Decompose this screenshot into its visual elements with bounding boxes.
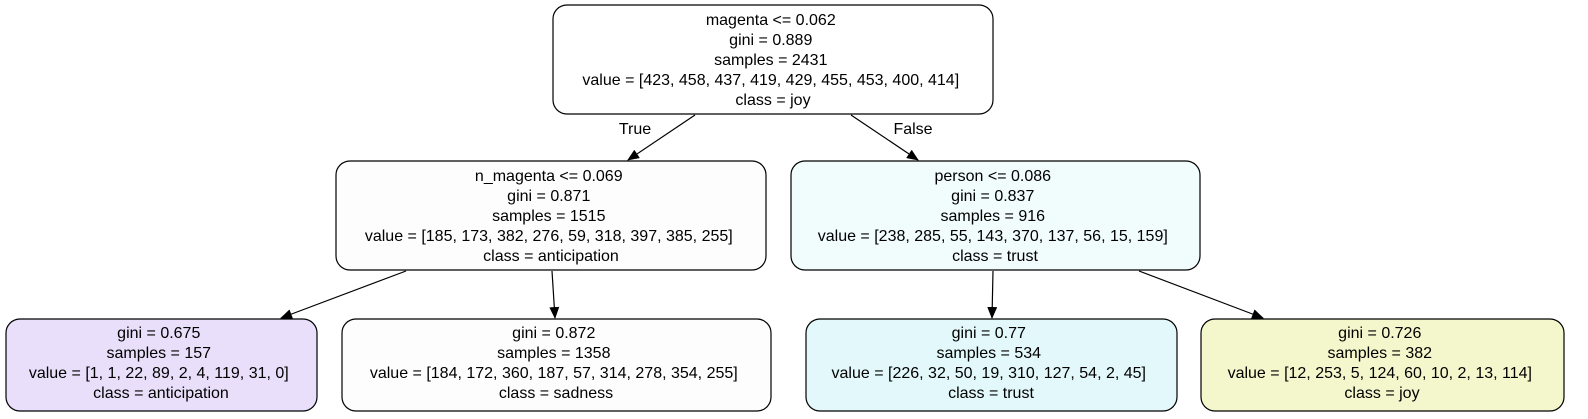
leaf-right-right-class: class = joy (1344, 385, 1419, 402)
tree-leaf-left-right: gini = 0.872 samples = 1358 value = [184… (341, 318, 772, 412)
tree-node-right: person <= 0.086 gini = 0.837 samples = 9… (790, 160, 1201, 271)
svg-text:gini = 0.872 samples = 1: gini = 0.872 samples = 1358 value = [184… (370, 325, 742, 402)
leaf-right-right-samples: samples = 382 (1328, 345, 1433, 362)
svg-text:person <= 0.086 gini = 0: person <= 0.086 gini = 0.837 samples = 9… (818, 168, 1173, 265)
leaf-left-right-samples: samples = 1358 (497, 345, 611, 362)
leaf-right-left-class: class = trust (948, 385, 1034, 402)
leaf-right-left-samples: samples = 534 (937, 345, 1042, 362)
leaf-left-left-samples: samples = 157 (107, 345, 212, 362)
tree-leaf-right-right: gini = 0.726 samples = 382 value = [12, … (1200, 318, 1565, 412)
node-left-class: class = anticipation (483, 248, 619, 265)
leaf-left-left-value: value = [1, 1, 22, 89, 2, 4, 119, 31, 0] (29, 365, 289, 382)
tree-leaf-left-left: gini = 0.675 samples = 157 value = [1, 1… (5, 318, 318, 412)
node-box-left (335, 160, 767, 271)
svg-text:magenta <= 0.062 gini =: magenta <= 0.062 gini = 0.889 samples = … (582, 12, 963, 109)
edge-root-to-right (850, 114, 919, 161)
svg-text:gini = 0.726 samples = 3: gini = 0.726 samples = 382 value = [12, … (1228, 325, 1537, 402)
leaf-left-right-value: value = [184, 172, 360, 187, 57, 314, 27… (370, 365, 738, 382)
node-right-split: person <= 0.086 (935, 168, 1052, 185)
node-root-class: class = joy (735, 92, 810, 109)
leaf-left-left-gini: gini = 0.675 (117, 325, 200, 342)
node-root-samples: samples = 2431 (714, 52, 828, 69)
edge-label-true: True (619, 121, 651, 138)
leaf-left-right-gini: gini = 0.872 (512, 325, 595, 342)
tree-leaf-right-left: gini = 0.77 samples = 534 value = [226, … (805, 318, 1178, 412)
edge-left-to-left-left (280, 270, 407, 319)
node-right-gini: gini = 0.837 (951, 188, 1034, 205)
node-box-right-right (1200, 318, 1565, 412)
edge-right-to-right-right (1138, 270, 1264, 319)
leaf-right-right-gini: gini = 0.726 (1338, 325, 1421, 342)
node-box-right (790, 160, 1201, 271)
node-right-value: value = [238, 285, 55, 143, 370, 137, 56… (818, 228, 1168, 245)
node-left-split: n_magenta <= 0.069 (475, 168, 623, 185)
edge-label-false: False (893, 121, 932, 138)
leaf-left-right-class: class = sadness (499, 385, 613, 402)
leaf-right-left-gini: gini = 0.77 (952, 325, 1026, 342)
leaf-right-left-value: value = [226, 32, 50, 19, 310, 127, 54, … (832, 365, 1146, 382)
leaf-right-right-value: value = [12, 253, 5, 124, 60, 10, 2, 13,… (1228, 365, 1532, 382)
edge-left-to-left-right (549, 270, 560, 319)
node-right-samples: samples = 916 (941, 208, 1046, 225)
svg-text:n_magenta <= 0.069 gini: n_magenta <= 0.069 gini = 0.871 samples … (365, 168, 737, 265)
svg-text:gini = 0.675 samples = 1: gini = 0.675 samples = 157 value = [1, 1… (29, 325, 293, 402)
node-box-left-right (341, 318, 772, 412)
leaf-left-left-class: class = anticipation (93, 385, 229, 402)
node-left-samples: samples = 1515 (492, 208, 606, 225)
node-right-class: class = trust (952, 248, 1038, 265)
edge-root-to-left (627, 114, 696, 161)
tree-node-root: magenta <= 0.062 gini = 0.889 samples = … (552, 4, 994, 115)
node-box-right-left (805, 318, 1178, 412)
node-root-split: magenta <= 0.062 (706, 12, 836, 29)
tree-node-left: n_magenta <= 0.069 gini = 0.871 samples … (335, 160, 767, 271)
edge-right-to-right-left (987, 270, 998, 319)
svg-text:gini = 0.77 samples = 53: gini = 0.77 samples = 534 value = [226, … (832, 325, 1151, 402)
node-box-root (552, 4, 994, 115)
node-root-value: value = [423, 458, 437, 419, 429, 455, 4… (582, 72, 959, 89)
node-box-left-left (5, 318, 318, 412)
node-root-gini: gini = 0.889 (729, 32, 812, 49)
node-left-value: value = [185, 173, 382, 276, 59, 318, 39… (365, 228, 733, 245)
node-left-gini: gini = 0.871 (507, 188, 590, 205)
